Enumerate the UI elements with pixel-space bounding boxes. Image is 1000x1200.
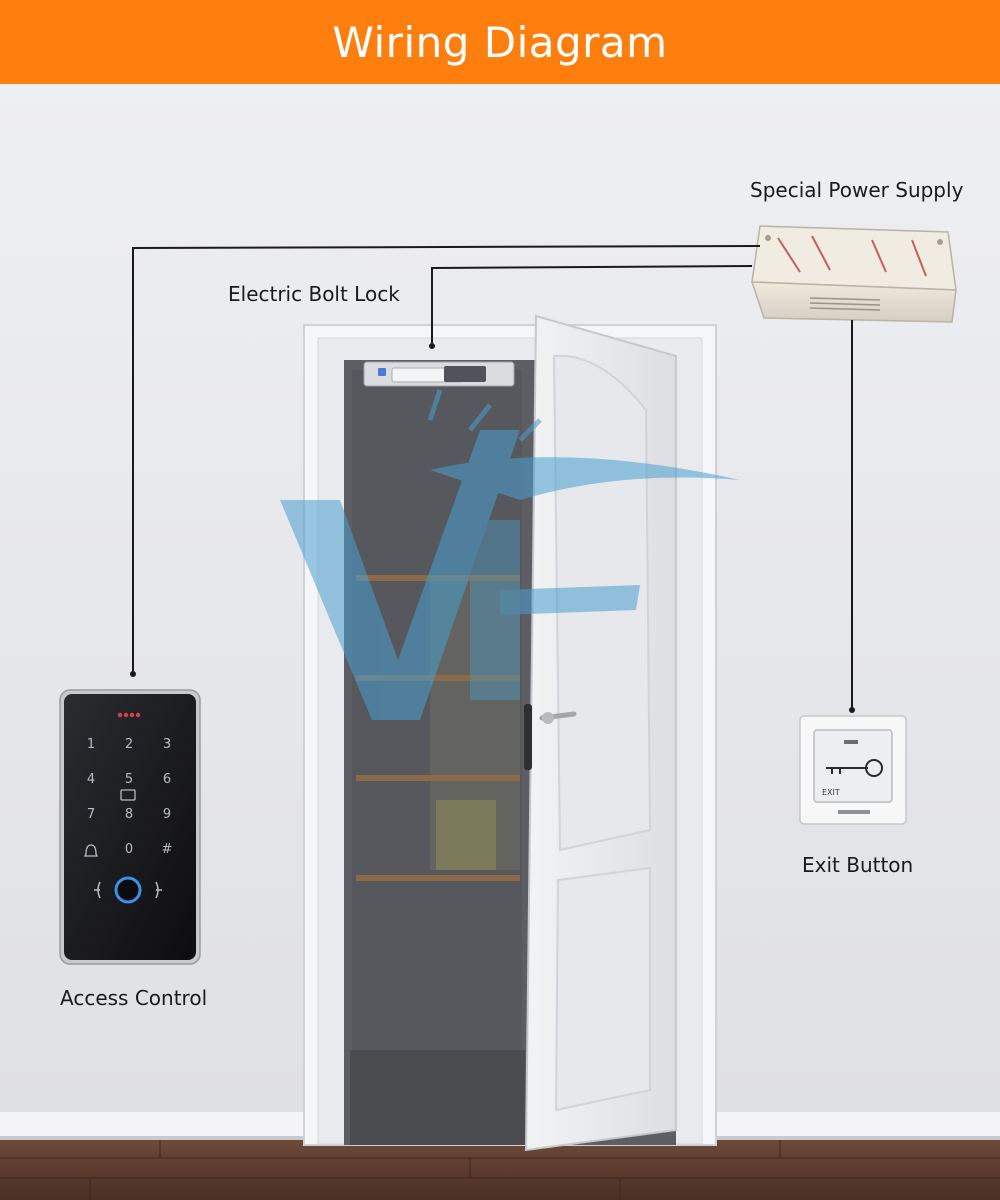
exit-button-icon[interactable]: EXIT [799,715,907,825]
title-banner: Wiring Diagram [0,0,1000,84]
label-bolt-lock: Electric Bolt Lock [228,282,400,306]
wood-floor [0,1140,1000,1200]
keypad-key-1[interactable]: 1 [87,737,95,752]
keypad-key-2[interactable]: 2 [125,737,133,752]
electric-bolt-lock-icon [363,361,515,387]
wire-bolt-lock [431,265,753,344]
bell-icon[interactable] [83,844,99,857]
keypad-key-8[interactable]: 8 [125,807,133,822]
diagram-title: Wiring Diagram [332,17,668,67]
label-exit-button: Exit Button [802,853,914,877]
keypad-key-hash[interactable]: # [162,842,173,857]
keypad-key-7[interactable]: 7 [87,807,95,822]
access-control-keypad-icon[interactable]: 1 2 3 4 5 6 7 8 9 0 # [59,689,201,965]
keypad-key-3[interactable]: 3 [163,737,171,752]
label-power-supply: Special Power Supply [750,178,964,202]
card-icon [120,789,136,801]
fingerprint-sensor-icon[interactable] [114,876,142,904]
keypad-key-5[interactable]: 5 [125,772,133,787]
door-edge-lock [524,704,532,770]
keypad-key-6[interactable]: 6 [163,772,171,787]
keypad-key-0[interactable]: 0 [125,842,133,857]
keypad-key-4[interactable]: 4 [87,772,95,787]
power-supply-box-icon [750,225,957,323]
wiring-lines [132,245,853,708]
room-interior [350,370,525,1145]
watermark-logo [280,389,740,720]
keypad-keys[interactable]: 1 2 3 4 5 6 7 8 9 0 # [83,737,173,857]
label-access-control: Access Control [60,986,208,1010]
scene-illustration: EXIT 1 2 3 4 5 6 7 8 9 0 # [0,84,1000,1200]
exit-face-text: EXIT [822,788,840,797]
wire-access-control [132,245,761,672]
keypad-key-9[interactable]: 9 [163,807,171,822]
door-leaf[interactable] [524,314,677,1152]
